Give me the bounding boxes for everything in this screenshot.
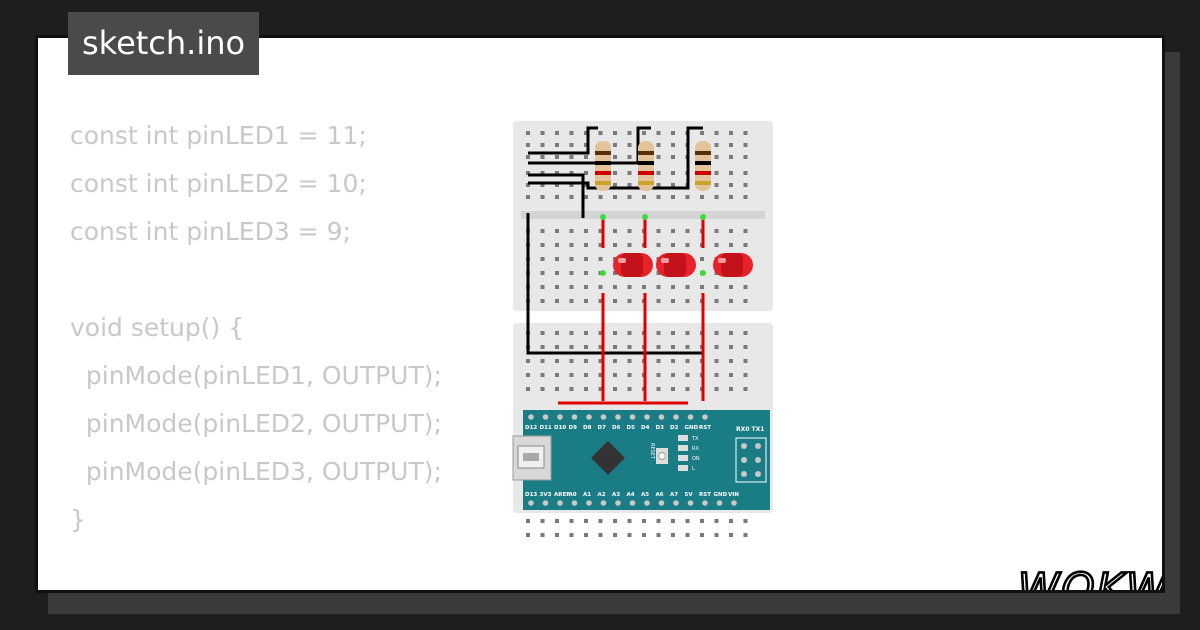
pin-label: 5V [685,492,694,498]
pin-label: A0 [569,492,577,498]
pin-label: VIN [728,492,739,498]
led-icon[interactable] [613,253,653,277]
status-leds [678,435,688,471]
pin-label: D3 [656,425,665,431]
led-label: ON [692,456,700,462]
led-label: TX [691,436,699,442]
code-line [70,544,442,590]
pin-label: 3V3 [540,492,552,498]
pin-label: AREF [554,492,570,498]
reset-button-icon[interactable] [656,448,668,464]
pin-label: RST [699,425,711,431]
pin-label: GND [714,492,728,498]
pin-label: A2 [598,492,606,498]
code-line: pinMode(pinLED1, OUTPUT); [70,361,442,390]
pin-label: A3 [612,492,620,498]
pin-label: A1 [583,492,591,498]
code-line: const int pinLED3 = 9; [70,217,351,246]
preview-card: const int pinLED1 = 11; const int pinLED2… [35,35,1165,593]
pin-label: D13 [525,492,537,498]
resistor-icon[interactable] [695,141,711,191]
pin-label: D7 [598,425,607,431]
pin-label: A6 [656,492,664,498]
code-line: } [70,505,86,534]
code-line: pinMode(pinLED3, OUTPUT); [70,457,442,486]
code-editor[interactable]: const int pinLED1 = 11; const int pinLED2… [70,112,442,593]
code-line [70,256,442,304]
pin-label: D6 [612,425,621,431]
signal-wires [558,218,705,405]
file-tab[interactable]: sketch.ino [68,12,260,75]
icsp-header [735,437,767,483]
code-line: void loop() { [70,592,442,593]
pin-label: RST [699,492,711,498]
code-line: pinMode(pinLED2, OUTPUT); [70,409,442,438]
pin-label: D5 [627,425,636,431]
code-line: const int pinLED1 = 11; [70,121,367,150]
wokwi-logo: WOKWi [1017,563,1165,593]
svg-text:WOKWi: WOKWi [1018,564,1165,593]
file-tab-label: sketch.ino [82,24,246,62]
pin-label: D9 [569,425,578,431]
resistor-icon[interactable] [595,141,611,191]
usb-connector-icon [512,435,552,481]
pin-label: D11 [540,425,552,431]
pin-label: D10 [554,425,566,431]
header-label: RX0 TX1 [736,426,764,433]
led-icon[interactable] [713,253,753,277]
pin-label: A7 [670,492,678,498]
led-icon[interactable] [656,253,696,277]
reset-label: RESET [649,443,655,460]
pin-label: A5 [641,492,649,498]
led-label: RX [692,446,699,452]
pin-label: D12 [525,425,537,431]
pin-label: A4 [627,492,635,498]
pin-label: D8 [583,425,592,431]
resistor-icon[interactable] [638,141,654,191]
pin-label: GND [685,425,699,431]
led-label: L [692,466,695,472]
code-line: void setup() { [70,313,245,342]
pin-label: D2 [670,425,679,431]
pin-label: D4 [641,425,650,431]
code-line: const int pinLED2 = 10; [70,169,367,198]
